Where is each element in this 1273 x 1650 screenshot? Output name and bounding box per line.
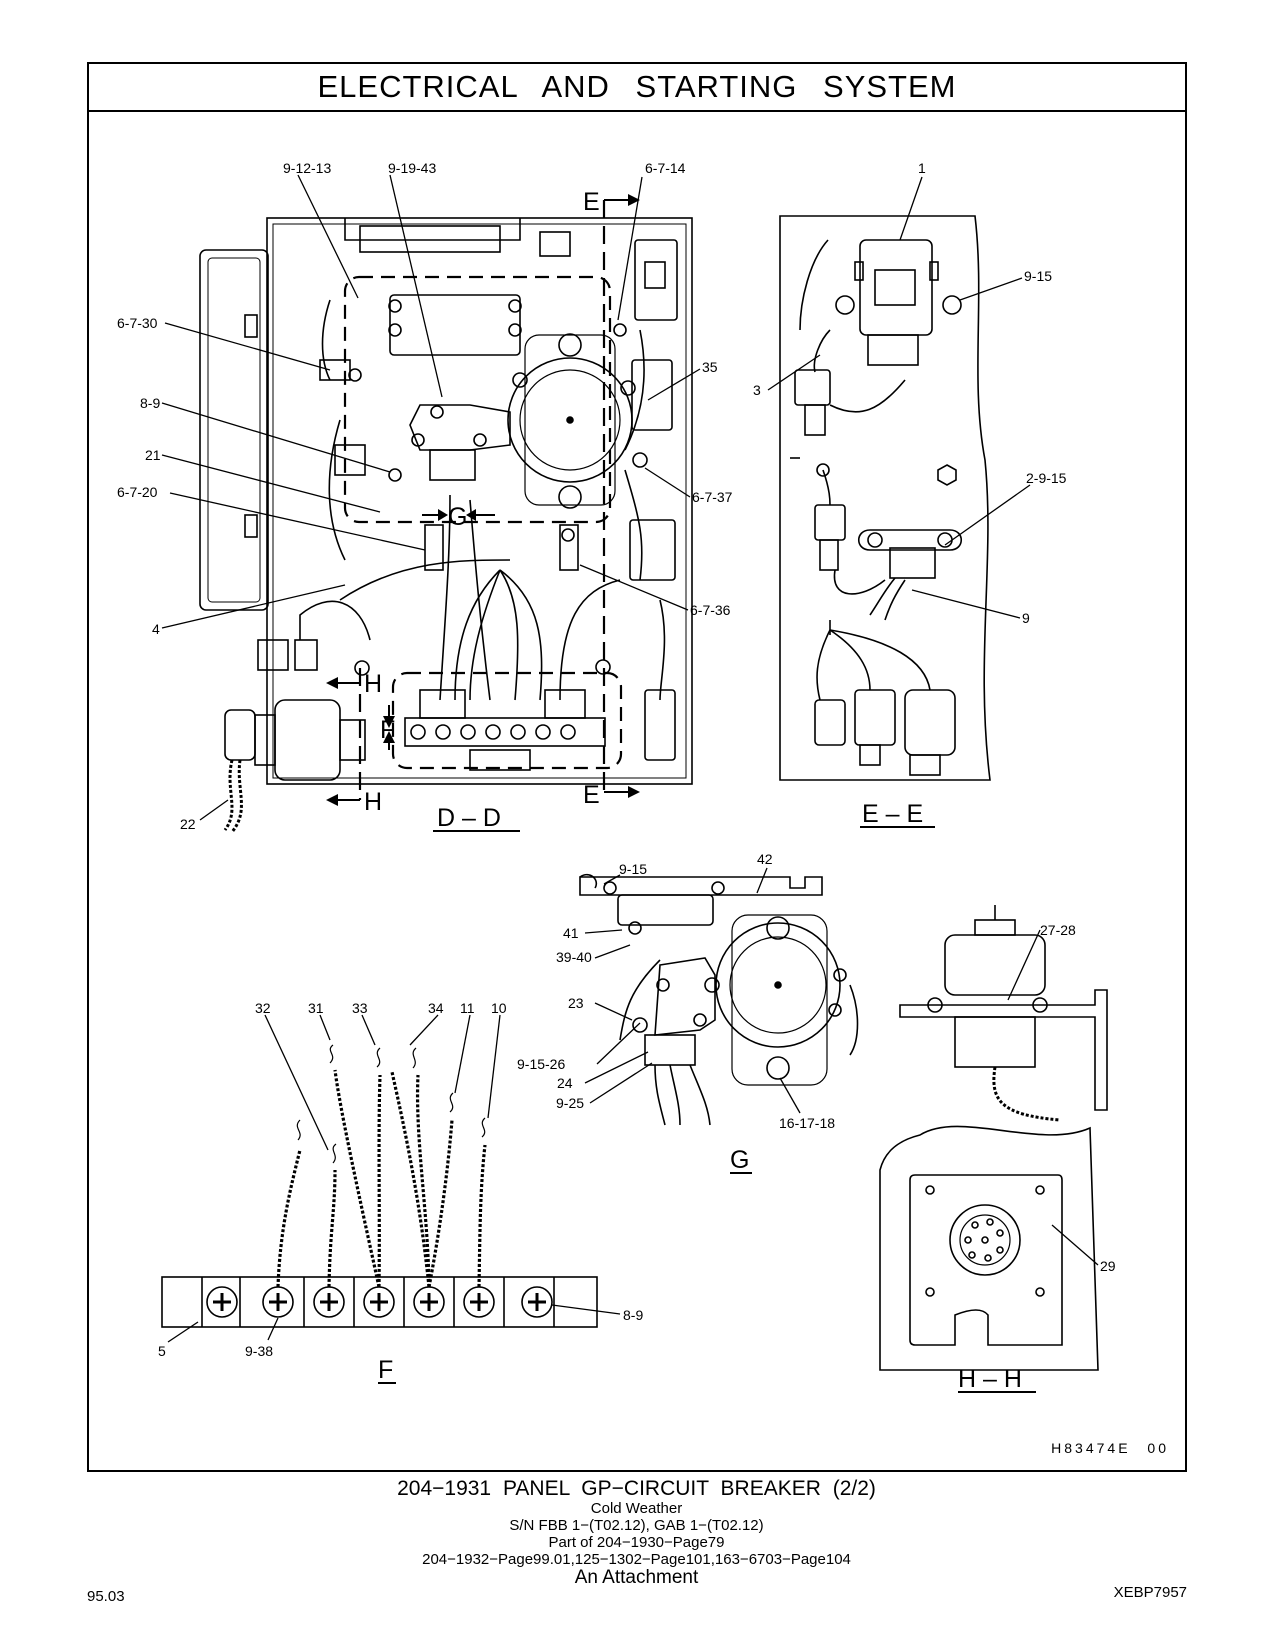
dd-g-region (343, 275, 612, 524)
callout-9-15-26: 9-15-26 (517, 1056, 565, 1072)
callout-24: 24 (557, 1075, 573, 1091)
callout-2-9-15: 2-9-15 (1026, 470, 1067, 486)
callout-9-25: 9-25 (556, 1095, 584, 1111)
footer-line-4: 204−1932−Page99.01,125−1302−Page101,163−… (422, 1551, 851, 1568)
dd-breaker (274, 699, 341, 781)
callout-35: 35 (702, 359, 718, 375)
callout-9-38: 9-38 (245, 1343, 273, 1359)
f-terminal-block (161, 1276, 598, 1328)
callout-21: 21 (145, 447, 161, 463)
f-wires (276, 1069, 487, 1288)
marker-h-top: H (364, 670, 382, 698)
ee-panel (779, 215, 991, 781)
section-arrowheads (326, 194, 640, 806)
drawing-frame: ELECTRICAL AND STARTING SYSTEM H83474E 0… (87, 62, 1187, 1472)
section-f: F (378, 1356, 393, 1384)
hh-connector (944, 934, 1046, 996)
callout-29: 29 (1100, 1258, 1116, 1274)
callout-34: 34 (428, 1000, 444, 1016)
footer-line-1: Cold Weather (590, 1500, 683, 1517)
view-d-d (199, 199, 693, 833)
dd-f-region (391, 671, 623, 770)
callout-6-7-30: 6-7-30 (117, 315, 158, 331)
dd-relay (507, 357, 633, 483)
callout-labels: 9-12-13 9-19-43 6-7-14 6-7-30 35 8-9 21 … (117, 160, 1116, 1359)
dd-door (199, 249, 269, 611)
drawing-code: H83474E 00 (1051, 1440, 1169, 1456)
g-relay (715, 922, 841, 1048)
section-e-e: E – E (862, 800, 923, 828)
section-underlines (378, 826, 1036, 1393)
callout-4: 4 (152, 621, 160, 637)
ee-relay (859, 239, 933, 336)
marker-h-bottom: H (364, 788, 382, 816)
callout-6-7-37: 6-7-37 (692, 489, 733, 505)
callout-1: 1 (918, 160, 926, 176)
callout-42: 42 (757, 851, 773, 867)
callout-32: 32 (255, 1000, 271, 1016)
callout-8-9-f: 8-9 (623, 1307, 643, 1323)
callout-23: 23 (568, 995, 584, 1011)
callout-22: 22 (180, 816, 196, 832)
marker-e-bottom: E (583, 781, 600, 809)
dd-enclosure (266, 217, 693, 785)
marker-e-top: E (583, 188, 600, 216)
callout-41: 41 (563, 925, 579, 941)
view-h-h (879, 905, 1108, 1371)
callout-10: 10 (491, 1000, 507, 1016)
callout-16-17-18: 16-17-18 (779, 1115, 835, 1131)
callout-6-7-14: 6-7-14 (645, 160, 686, 176)
callout-9-15-g: 9-15 (619, 861, 647, 877)
callout-31: 31 (308, 1000, 324, 1016)
callout-9-19-43: 9-19-43 (388, 160, 436, 176)
marker-g: G (448, 503, 467, 531)
footer-line-2: S/N FBB 1−(T02.12), GAB 1−(T02.12) (509, 1517, 764, 1534)
view-f (161, 1044, 598, 1328)
callout-9-15-ee: 9-15 (1024, 268, 1052, 284)
section-d-d: D – D (437, 804, 501, 832)
footer-line-3: Part of 204−1930−Page79 (548, 1534, 725, 1551)
section-h-h: H – H (958, 1365, 1022, 1393)
callout-27-28: 27-28 (1040, 922, 1076, 938)
callout-11: 11 (460, 1000, 475, 1016)
page-number: 95.03 (87, 1588, 125, 1605)
view-g (579, 873, 859, 1126)
callout-33: 33 (352, 1000, 368, 1016)
section-g: G (730, 1146, 749, 1174)
view-e-e (779, 215, 991, 781)
page-code: XEBP7957 (1113, 1584, 1187, 1601)
callout-6-7-20: 6-7-20 (117, 484, 158, 500)
callout-9-12-13: 9-12-13 (283, 160, 331, 176)
footer-line-5: An Attachment (574, 1567, 699, 1588)
callout-39-40: 39-40 (556, 949, 592, 965)
footer: 204−1931 PANEL GP−CIRCUIT BREAKER (2/2) … (0, 1478, 1273, 1588)
callout-9: 9 (1022, 610, 1030, 626)
callout-5: 5 (158, 1343, 166, 1359)
f-screws (206, 1286, 553, 1318)
page-title: ELECTRICAL AND STARTING SYSTEM (89, 64, 1185, 112)
section-labels: D – D E – E G F H – H E E G H H F (364, 188, 1022, 1393)
marker-f: F (380, 716, 395, 744)
callout-8-9: 8-9 (140, 395, 160, 411)
leader-lines (161, 174, 1099, 1343)
footer-part-title: 204−1931 PANEL GP−CIRCUIT BREAKER (2/2) (397, 1477, 876, 1500)
callout-6-7-36: 6-7-36 (690, 602, 731, 618)
callout-3: 3 (753, 382, 761, 398)
